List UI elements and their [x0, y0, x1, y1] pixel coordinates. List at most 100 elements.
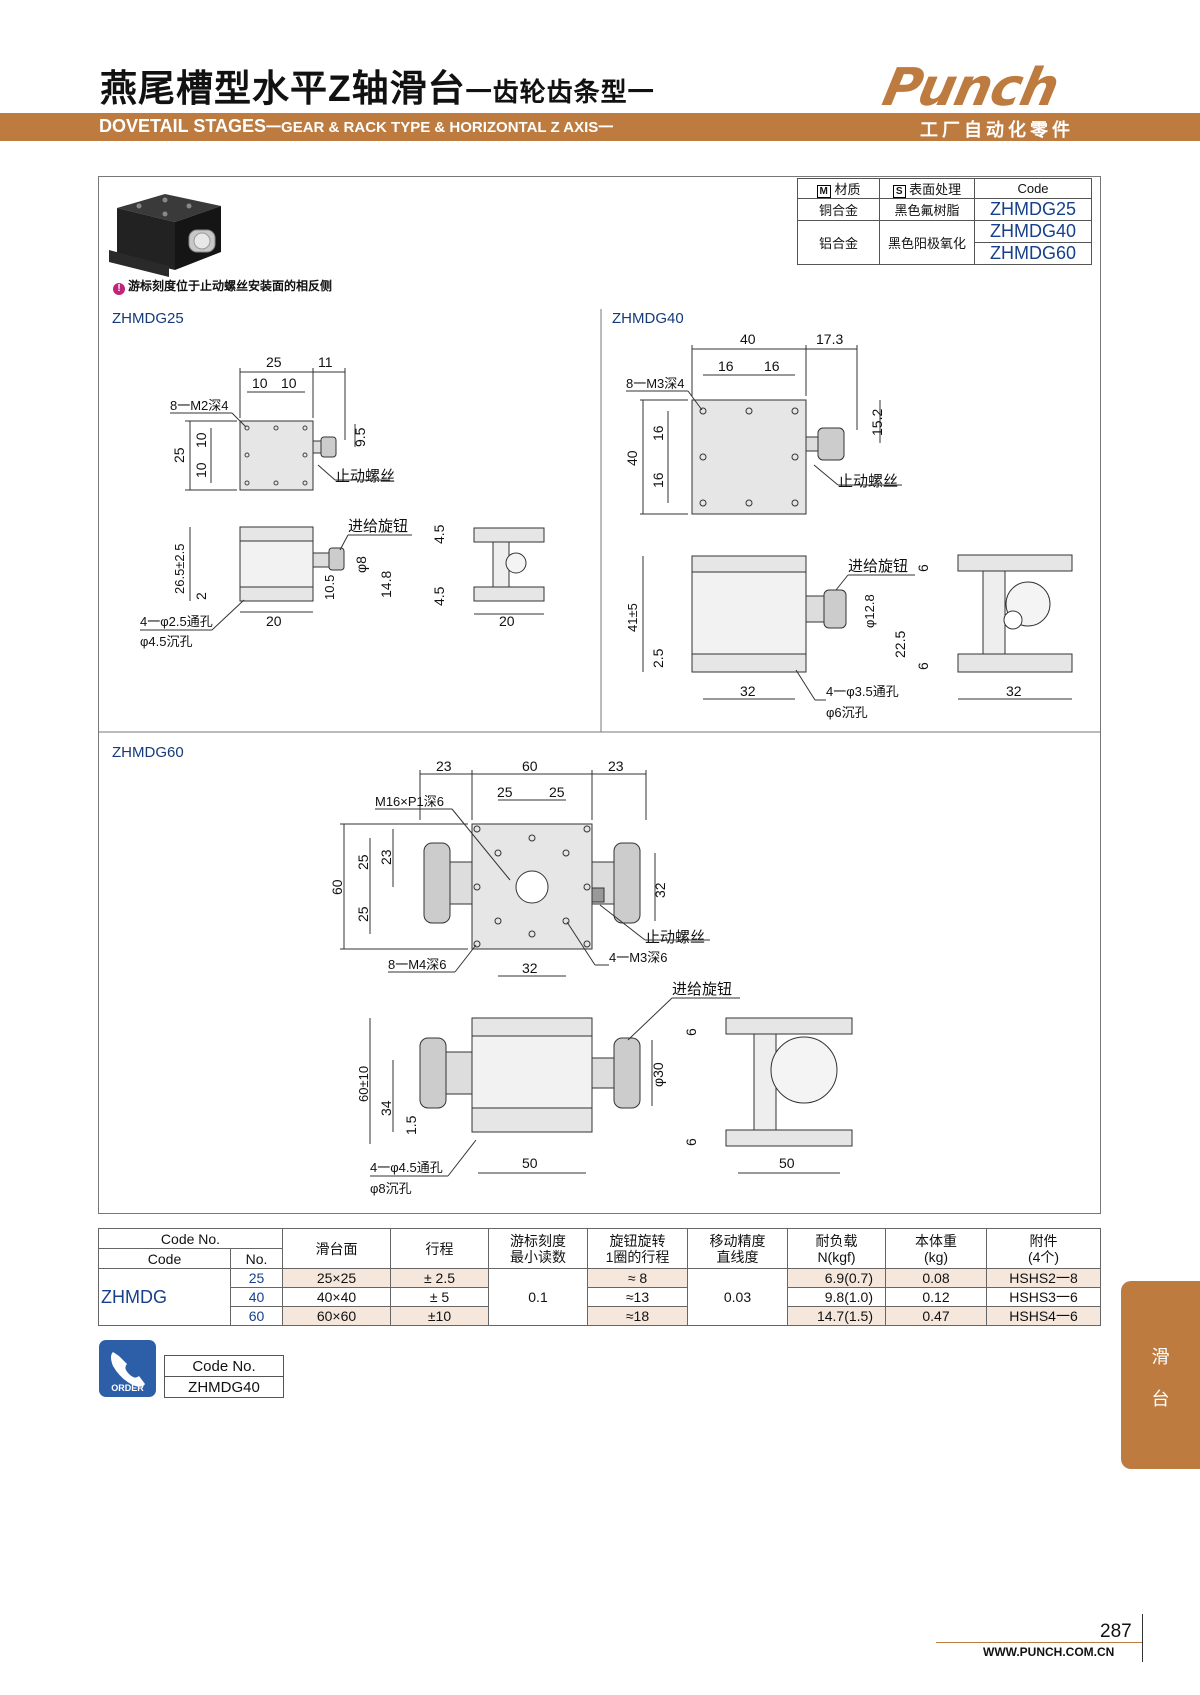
svg-text:23: 23: [378, 849, 394, 865]
svg-text:ZHMDG60: ZHMDG60: [112, 744, 184, 761]
svg-text:20: 20: [266, 613, 282, 629]
product-photo: [109, 194, 221, 277]
svg-text:6: 6: [683, 1028, 699, 1036]
svg-text:32: 32: [1006, 683, 1022, 699]
svg-text:16: 16: [650, 425, 666, 441]
svg-text:1.5: 1.5: [403, 1115, 419, 1135]
svg-text:20: 20: [499, 613, 515, 629]
svg-text:φ6沉孔: φ6沉孔: [826, 705, 868, 720]
footer-rule: [936, 1642, 1142, 1643]
svg-text:2.5: 2.5: [650, 648, 666, 668]
svg-text:止动螺丝: 止动螺丝: [645, 929, 705, 946]
svg-text:41±5: 41±5: [625, 603, 640, 632]
svg-text:止动螺丝: 止动螺丝: [335, 468, 395, 485]
svg-text:4一M3深6: 4一M3深6: [609, 950, 668, 965]
svg-text:10: 10: [193, 432, 209, 448]
svg-text:32: 32: [652, 882, 668, 898]
svg-text:26.5±2.5: 26.5±2.5: [172, 543, 187, 594]
svg-text:8一M2深4: 8一M2深4: [170, 398, 229, 413]
side-tab[interactable]: 滑 台: [1121, 1281, 1200, 1469]
svg-text:4一φ2.5通孔: 4一φ2.5通孔: [140, 614, 213, 629]
svg-text:40: 40: [624, 450, 640, 466]
svg-text:10: 10: [193, 462, 209, 478]
svg-text:22.5: 22.5: [892, 631, 908, 658]
svg-text:16: 16: [718, 358, 734, 374]
order-table: Code No. ZHMDG40: [164, 1355, 284, 1398]
table-row: 60 60×60 ±10 ≈18 14.7(1.5) 0.47 HSHS4一6: [99, 1306, 1101, 1326]
svg-text:23: 23: [436, 758, 452, 774]
svg-text:进给旋钮: 进给旋钮: [348, 518, 408, 535]
footer-divider: [1142, 1614, 1143, 1662]
svg-text:止动螺丝: 止动螺丝: [838, 473, 898, 490]
drawing-zhmdg60: ZHMDG60 23 60 23 25 25 M16×P1深6 60 25 25: [112, 744, 853, 1196]
drawing-frame: [98, 176, 1101, 1214]
svg-text:40: 40: [740, 331, 756, 347]
svg-text:34: 34: [378, 1100, 394, 1116]
svg-text:25: 25: [266, 354, 282, 370]
svg-text:10.5: 10.5: [322, 575, 337, 600]
svg-text:φ12.8: φ12.8: [862, 594, 877, 628]
svg-text:4.5: 4.5: [431, 586, 447, 606]
svg-text:8一M3深4: 8一M3深4: [626, 376, 685, 391]
svg-text:23: 23: [608, 758, 624, 774]
svg-text:进给旋钮: 进给旋钮: [848, 558, 908, 575]
order-icon: ORDER: [99, 1340, 156, 1397]
svg-text:10: 10: [281, 375, 297, 391]
svg-text:32: 32: [740, 683, 756, 699]
note: !游标刻度位于止动螺丝安装面的相反侧: [113, 277, 332, 295]
svg-text:16: 16: [650, 472, 666, 488]
svg-text:4.5: 4.5: [431, 524, 447, 544]
svg-text:25: 25: [355, 906, 371, 922]
svg-text:15.2: 15.2: [869, 409, 885, 436]
svg-text:φ30: φ30: [650, 1062, 666, 1087]
svg-text:14.8: 14.8: [378, 571, 394, 598]
svg-text:9.5: 9.5: [352, 427, 368, 447]
svg-text:32: 32: [522, 960, 538, 976]
logo-subtitle: 工厂自动化零件: [920, 120, 1074, 140]
svg-text:φ4.5沉孔: φ4.5沉孔: [140, 634, 193, 649]
phone-icon: [111, 1352, 145, 1387]
svg-text:8一M4深6: 8一M4深6: [388, 957, 447, 972]
footer-url: WWW.PUNCH.COM.CN: [983, 1645, 1115, 1659]
title-english: DOVETAIL STAGES一GEAR & RACK TYPE & HORIZ…: [99, 116, 614, 136]
svg-text:50: 50: [522, 1155, 538, 1171]
table-row: ZHMDG 25 25×25 ± 2.5 0.1 ≈ 8 0.03 6.9(0.…: [98, 1268, 1101, 1326]
table-row: 40 40×40 ± 5 ≈13 9.8(1.0) 0.12 HSHS3一6: [99, 1287, 1101, 1307]
svg-text:进给旋钮: 进给旋钮: [672, 981, 732, 998]
svg-text:2: 2: [193, 592, 209, 600]
svg-text:4一φ3.5通孔: 4一φ3.5通孔: [826, 684, 899, 699]
page-title: 燕尾槽型水平Z轴滑台一齿轮齿条型一: [100, 68, 655, 109]
material-icon: M: [816, 185, 831, 198]
page-number: 287: [1100, 1621, 1132, 1642]
svg-text:φ8: φ8: [353, 556, 369, 573]
svg-text:25: 25: [355, 854, 371, 870]
svg-text:4一φ4.5通孔: 4一φ4.5通孔: [370, 1160, 443, 1175]
title-bar: [0, 113, 1200, 141]
svg-text:6: 6: [915, 662, 931, 670]
surface-icon: S: [892, 185, 906, 198]
svg-text:10: 10: [252, 375, 268, 391]
svg-text:25: 25: [171, 447, 187, 463]
svg-text:ZHMDG25: ZHMDG25: [112, 310, 184, 327]
svg-text:11: 11: [318, 354, 333, 370]
svg-text:25: 25: [549, 784, 565, 800]
svg-text:60: 60: [522, 758, 538, 774]
svg-text:50: 50: [779, 1155, 795, 1171]
svg-text:60: 60: [329, 879, 345, 895]
svg-text:ZHMDG40: ZHMDG40: [612, 310, 684, 327]
note-icon: !: [113, 283, 125, 295]
svg-text:25: 25: [497, 784, 513, 800]
svg-text:6: 6: [915, 564, 931, 572]
drawing-zhmdg25: ZHMDG25 25 11 10 10 8一M2深4 25 10 10 9.5 …: [112, 310, 545, 649]
svg-text:M16×P1深6: M16×P1深6: [375, 794, 444, 809]
page-subtitle: 一齿轮齿条型一: [465, 77, 655, 107]
drawing-zhmdg40: ZHMDG40 40 17.3 16 16 8一M3深4 40 16 16 15…: [612, 310, 1073, 720]
svg-text:60±10: 60±10: [356, 1066, 371, 1102]
svg-text:6: 6: [683, 1138, 699, 1146]
svg-text:φ8沉孔: φ8沉孔: [370, 1181, 412, 1196]
svg-text:17.3: 17.3: [816, 331, 843, 347]
svg-text:16: 16: [764, 358, 780, 374]
